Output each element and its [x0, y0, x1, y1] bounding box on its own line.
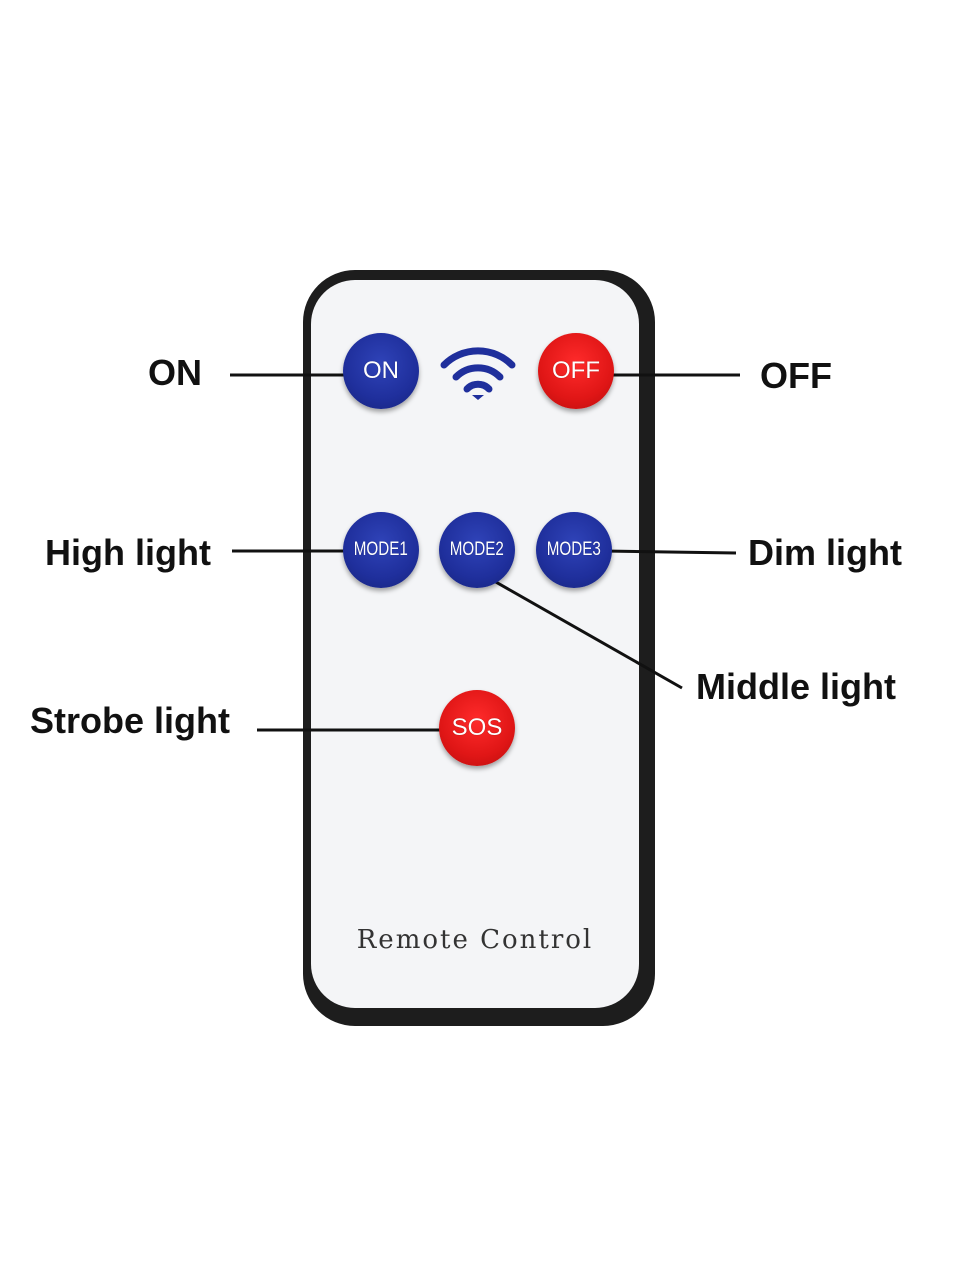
mode1-button-label: MODE1: [353, 539, 409, 560]
callout-on: ON: [148, 352, 202, 393]
on-button[interactable]: ON: [343, 333, 419, 409]
mode3-button-label: MODE3: [546, 539, 602, 560]
callout-high-light: High light: [45, 532, 211, 573]
remote-title: Remote Control: [356, 925, 594, 955]
callout-middle-light: Middle light: [696, 666, 896, 707]
mode1-button[interactable]: MODE1: [343, 512, 419, 588]
callout-off: OFF: [760, 355, 832, 396]
mode2-button-label: MODE2: [449, 539, 505, 560]
callout-strobe-light: Strobe light: [30, 700, 230, 741]
off-button[interactable]: OFF: [538, 333, 614, 409]
wifi-signal-icon: [440, 347, 516, 400]
mode2-button[interactable]: MODE2: [439, 512, 515, 588]
middle-light-leader-line: [479, 571, 683, 690]
sos-button-label: SOS: [451, 714, 503, 741]
on-button-label: ON: [363, 357, 399, 384]
mode3-button[interactable]: MODE3: [536, 512, 612, 588]
callout-dim-light: Dim light: [748, 532, 902, 573]
off-button-label: OFF: [552, 357, 600, 384]
dim-light-leader-line: [603, 549, 737, 555]
sos-button[interactable]: SOS: [439, 690, 515, 766]
